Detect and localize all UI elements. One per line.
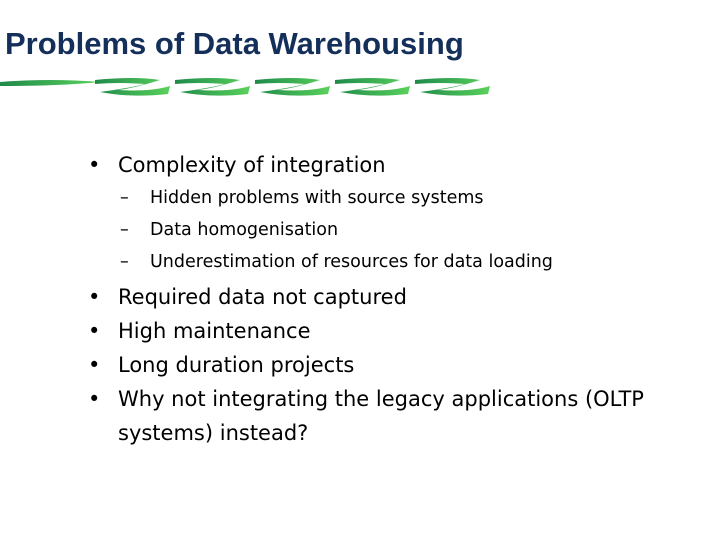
bullet-text: Complexity of integration [118, 153, 386, 177]
bullet-item: • Required data not captured [88, 280, 708, 314]
bullet-item: • Long duration projects [88, 348, 708, 382]
sub-bullet-marker: – [120, 188, 129, 208]
bullet-item: • Why not integrating the legacy applica… [88, 382, 708, 450]
title-underline-decoration [0, 78, 490, 96]
bullet-text: Required data not captured [118, 285, 407, 309]
bullet-marker: • [88, 319, 101, 343]
sub-bullet-item: – Underestimation of resources for data … [120, 246, 708, 278]
sub-bullet-text: Hidden problems with source systems [150, 188, 484, 208]
bullet-item: • Complexity of integration [88, 148, 708, 182]
bullet-marker: • [88, 387, 101, 411]
bullet-text: Why not integrating the legacy applicati… [118, 387, 644, 445]
bullet-marker: • [88, 285, 101, 309]
bullet-item: • High maintenance [88, 314, 708, 348]
bullet-list: • Complexity of integration – Hidden pro… [88, 148, 708, 450]
bullet-marker: • [88, 353, 101, 377]
bullet-marker: • [88, 153, 101, 177]
bullet-text: Long duration projects [118, 353, 355, 377]
bullet-text: High maintenance [118, 319, 311, 343]
sub-bullet-item: – Hidden problems with source systems [120, 182, 708, 214]
sub-bullet-text: Underestimation of resources for data lo… [150, 252, 553, 272]
slide-title: Problems of Data Warehousing [5, 26, 464, 61]
sub-bullet-marker: – [120, 220, 129, 240]
sub-bullet-marker: – [120, 252, 129, 272]
sub-bullet-list: – Hidden problems with source systems – … [120, 182, 708, 278]
sub-bullet-text: Data homogenisation [150, 220, 339, 240]
sub-bullet-item: – Data homogenisation [120, 214, 708, 246]
